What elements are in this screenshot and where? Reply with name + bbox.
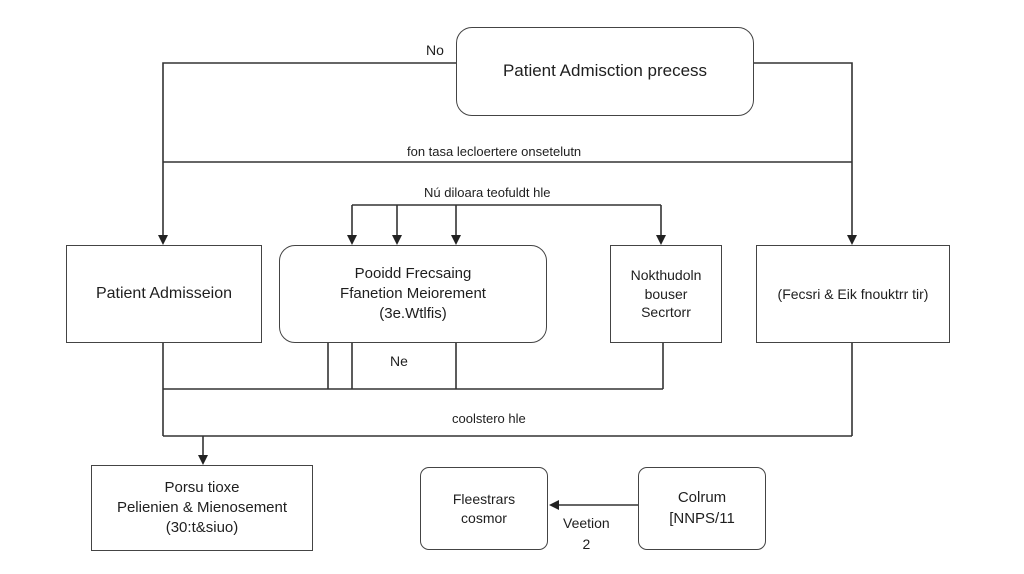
- version-text: Veetion: [563, 515, 610, 531]
- column-line-2: [NNPS/11: [669, 509, 735, 527]
- features-line-1: Fleestrars: [452, 490, 516, 507]
- title-box: Patient Admisction precess: [456, 27, 754, 116]
- notation-line-3: Secrtorr: [641, 304, 691, 321]
- patient-admission-box: Patient Admisseion: [66, 245, 262, 343]
- line-label-2: Nú diloara teofuldt hle: [424, 185, 551, 200]
- column-box: Colrum [NNPS/11: [638, 467, 766, 550]
- processing-line-1: Pooidd Frecsaing: [354, 264, 472, 282]
- column-line-1: Colrum: [677, 489, 727, 507]
- features-line-2: cosmor: [461, 509, 507, 526]
- features-box: Fleestrars cosmor: [420, 467, 548, 550]
- version-label: Veetion 2: [563, 513, 610, 555]
- bottom-left-box: Porsu tioxe Pelienien & Mienosement (30:…: [91, 465, 313, 551]
- processing-line-2: Ffanetion Meiorement: [340, 284, 486, 302]
- title-text: Patient Admisction precess: [502, 61, 708, 81]
- right-process-box: (Fecsri & Eik fnouktrr tir): [756, 245, 950, 343]
- bottom-left-line-3: (30:t&siuo): [165, 519, 239, 537]
- bottom-left-line-2: Pelienien & Mienosement: [116, 498, 288, 516]
- notation-line-1: Nokthudoln: [630, 266, 702, 283]
- patient-admission-text: Patient Admisseion: [95, 285, 233, 303]
- connector-top-left: [158, 62, 456, 245]
- notation-line-2: bouser: [644, 285, 688, 302]
- processing-box: Pooidd Frecsaing Ffanetion Meiorement (3…: [279, 245, 547, 343]
- version-number: 2: [582, 536, 591, 552]
- line-label-1: fon tasa lecloertere onsetelutn: [407, 144, 582, 159]
- line-label-3: coolstero hle: [452, 411, 526, 426]
- no-label-top: No: [426, 42, 444, 58]
- notation-box: Nokthudoln bouser Secrtorr: [610, 245, 722, 343]
- right-process-text: (Fecsri & Eik fnouktrr tir): [777, 285, 929, 302]
- processing-line-3: (3e.Wtlfis): [379, 305, 447, 323]
- connector-top-right: [753, 62, 857, 245]
- bottom-left-line-1: Porsu tioxe: [164, 478, 240, 496]
- no-label-center: Ne: [390, 353, 408, 369]
